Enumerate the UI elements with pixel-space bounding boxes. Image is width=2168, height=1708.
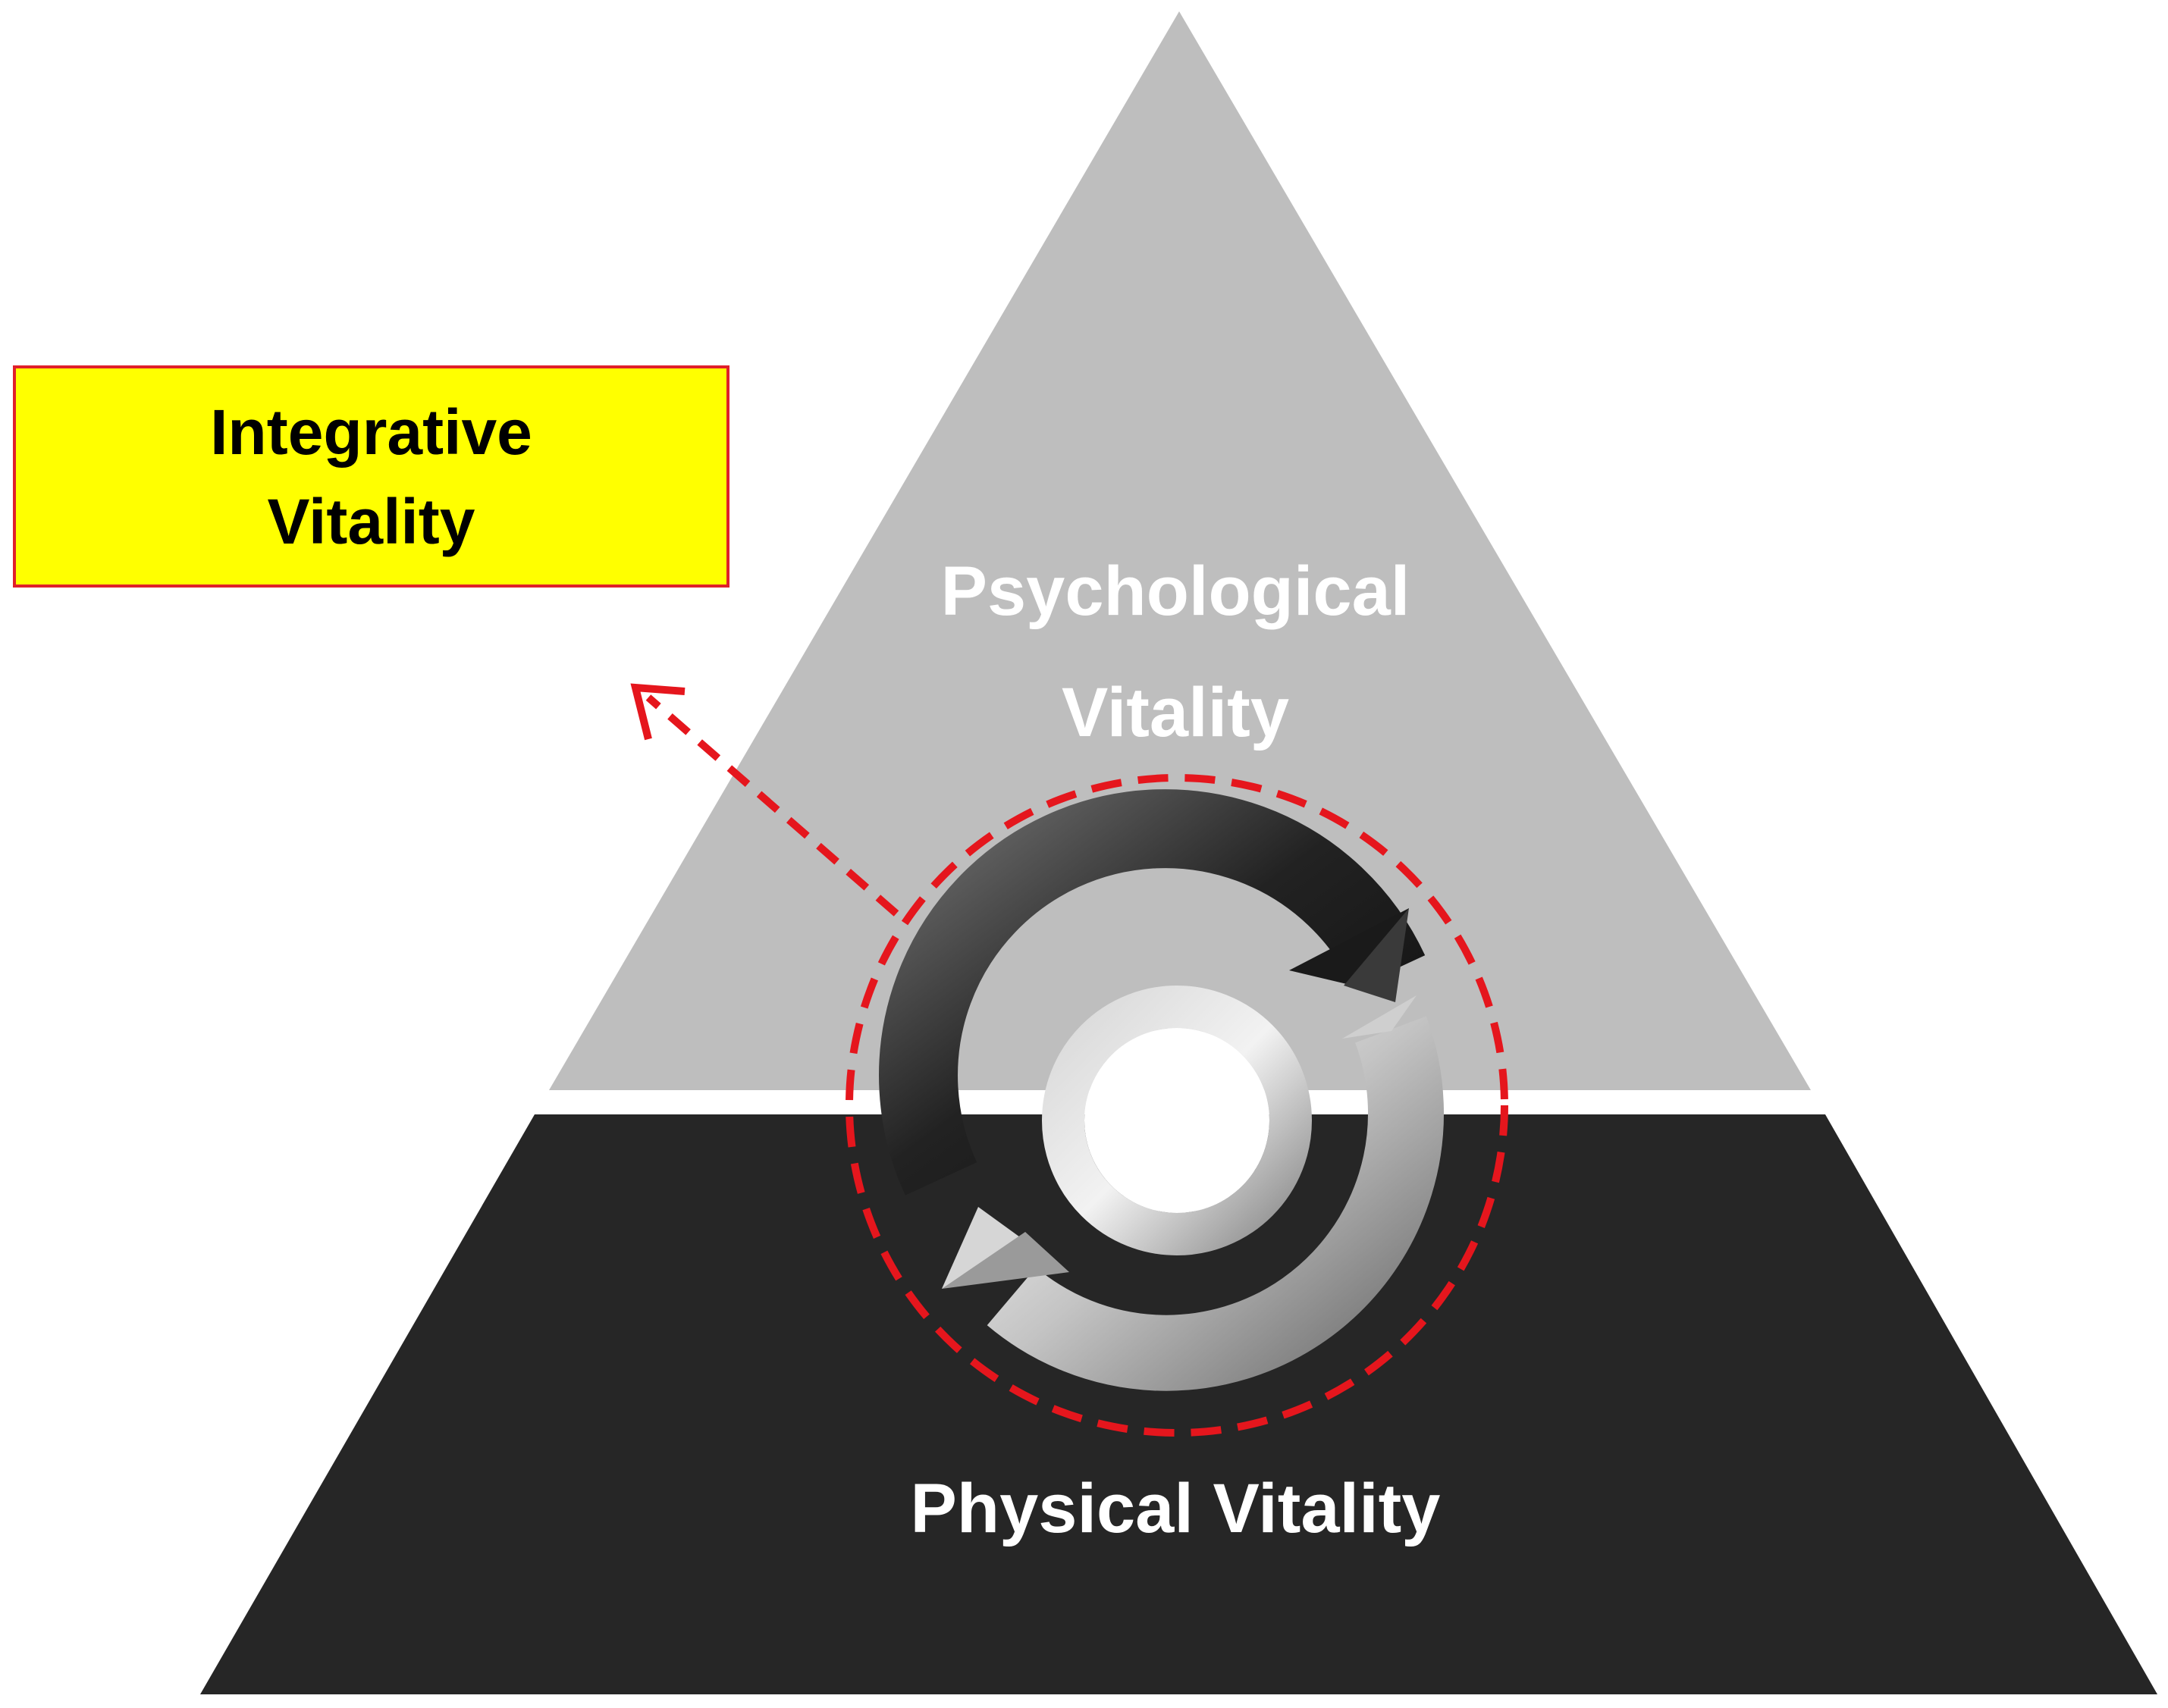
dashed-circle <box>846 774 1508 1437</box>
psychological-vitality-label: Psychological Vitality <box>940 553 1410 751</box>
psychological-layer <box>549 11 1811 1090</box>
physical-layer <box>200 1114 2157 1694</box>
integrative-vitality-callout: Integrative Vitality <box>13 365 729 588</box>
physical-vitality-label: Physical Vitality <box>910 1470 1441 1547</box>
dashed-arrow-icon <box>630 683 899 917</box>
callout-label: Integrative Vitality <box>210 396 532 557</box>
cycle-arrows-icon <box>879 789 1444 1391</box>
